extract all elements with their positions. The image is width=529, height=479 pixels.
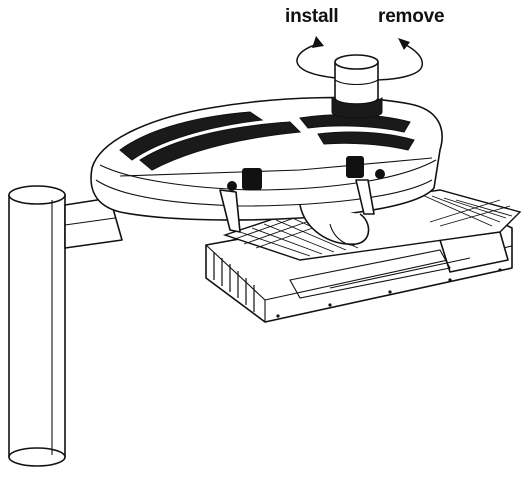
- luminaire-housing: [90, 96, 443, 246]
- install-label: install: [285, 6, 339, 27]
- photocontrol-sensor: [331, 54, 383, 119]
- pole: [8, 185, 66, 467]
- mounting-arm: [64, 197, 123, 249]
- remove-label: remove: [378, 6, 445, 27]
